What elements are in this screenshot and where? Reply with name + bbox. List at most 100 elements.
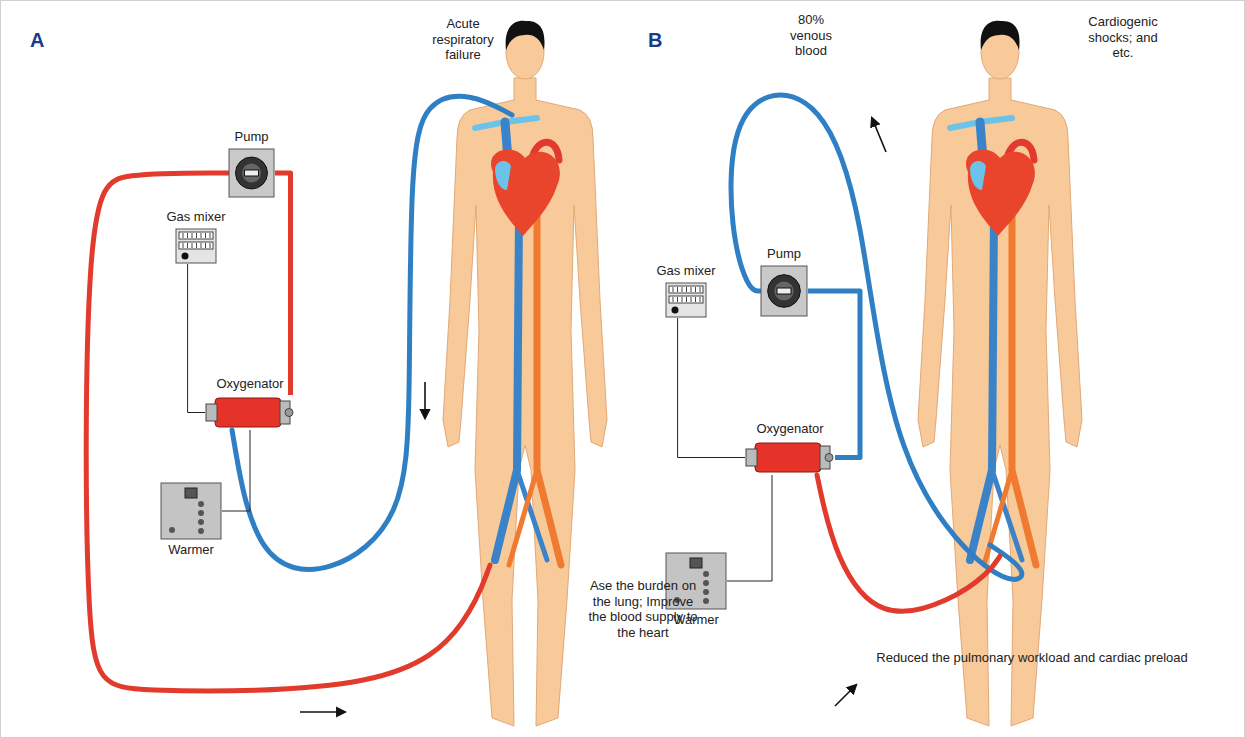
meter-tick [700,297,701,302]
supply-line [727,475,772,581]
meter-tick [210,233,211,238]
meter-tick [700,287,701,292]
body-outline [443,78,607,726]
oxygenator-cap [746,449,757,466]
mixer-housing [666,283,706,317]
meter-tick [183,233,184,238]
mixer-knob [672,307,679,314]
device-drawing [760,265,808,317]
panel-letter: B [648,28,678,52]
warmer-button [198,528,204,534]
meter-tick [695,287,696,292]
supply-line [678,318,745,458]
warmer-button [703,580,709,586]
pump-unit: Pump [760,265,808,317]
annotation: Ase the burden on the lung; Improve the … [582,578,704,640]
device-drawing [205,395,295,430]
return-cannula [817,475,1000,611]
device-label: Gas mixer [166,210,225,225]
aorta [1012,205,1036,565]
meter-tick [682,297,683,302]
aorta [537,205,561,565]
flow-arrow [872,118,886,152]
warmer-button [198,510,204,516]
oxygenator-port [285,409,293,417]
meter-tick [691,297,692,302]
drainage-cannula [731,95,1022,579]
vena-cava [495,215,519,560]
meter-tick [201,233,202,238]
supply-line [188,264,205,413]
heart [491,150,560,236]
meter-tick [695,297,696,302]
warmer-display [185,488,197,498]
warmer-button [703,571,709,577]
meter-tick [682,287,683,292]
meter-tick [686,297,687,302]
pump-unit: Pump [228,148,275,198]
pump-rotor [774,281,793,300]
supply-line [222,430,250,511]
pump-rotor [242,164,261,183]
patient-b [918,21,1082,726]
flow-meter [669,296,703,303]
meter-tick [673,297,674,302]
flow-meter [669,286,703,293]
hair [506,21,545,50]
flow-arrow [424,382,426,418]
pump-housing [761,266,807,316]
pump-housing [229,149,274,197]
meter-tick [183,243,184,248]
meter-tick [210,243,211,248]
warmer-display [690,558,702,568]
meter-tick [686,287,687,292]
meter-tick [205,243,206,248]
oxygenator-unit: Oxygenator [205,395,295,430]
meter-tick [201,243,202,248]
device-drawing [175,228,217,264]
warmer-button [703,598,709,604]
flow-arrow [835,685,856,706]
oxygenator-body [215,398,281,427]
vena-cava [970,215,994,560]
device-label: Pump [767,247,801,262]
annotation: 80% venous blood [780,12,842,59]
oxygenator-body [755,443,821,472]
meter-tick [677,287,678,292]
heart-vessel [495,161,511,190]
device-label: Oxygenator [216,377,283,392]
hair [981,21,1020,50]
meter-tick [187,243,188,248]
oxygenator-cap [206,404,217,421]
tubing [275,173,291,395]
pump-knob [245,170,259,176]
annotation: Reduced the pulmonary workload and cardi… [862,650,1202,666]
gas-mixer-unit: Gas mixer [175,228,217,264]
heart-vessel [970,161,986,190]
device-label: Pump [235,130,269,145]
warmer-button [169,527,175,533]
heart [966,150,1035,236]
panel-letter: A [30,28,60,52]
device-drawing [665,282,707,318]
flow-meter [179,242,213,249]
warmer-button [703,589,709,595]
oxygenator-port [825,454,833,462]
return-cannula [86,173,490,691]
meter-tick [196,233,197,238]
meter-tick [187,233,188,238]
artery [509,470,537,565]
pump-head [768,275,801,308]
pump-head [236,157,268,189]
meter-tick [192,233,193,238]
warmer-button [198,501,204,507]
warmer-unit: Warmer [160,482,222,540]
flow-arrow [300,711,345,713]
body-outline [918,78,1082,726]
annotation: Acute respiratory failure [425,16,501,63]
meter-tick [677,297,678,302]
mixer-knob [182,253,189,260]
patient-a [443,21,607,726]
